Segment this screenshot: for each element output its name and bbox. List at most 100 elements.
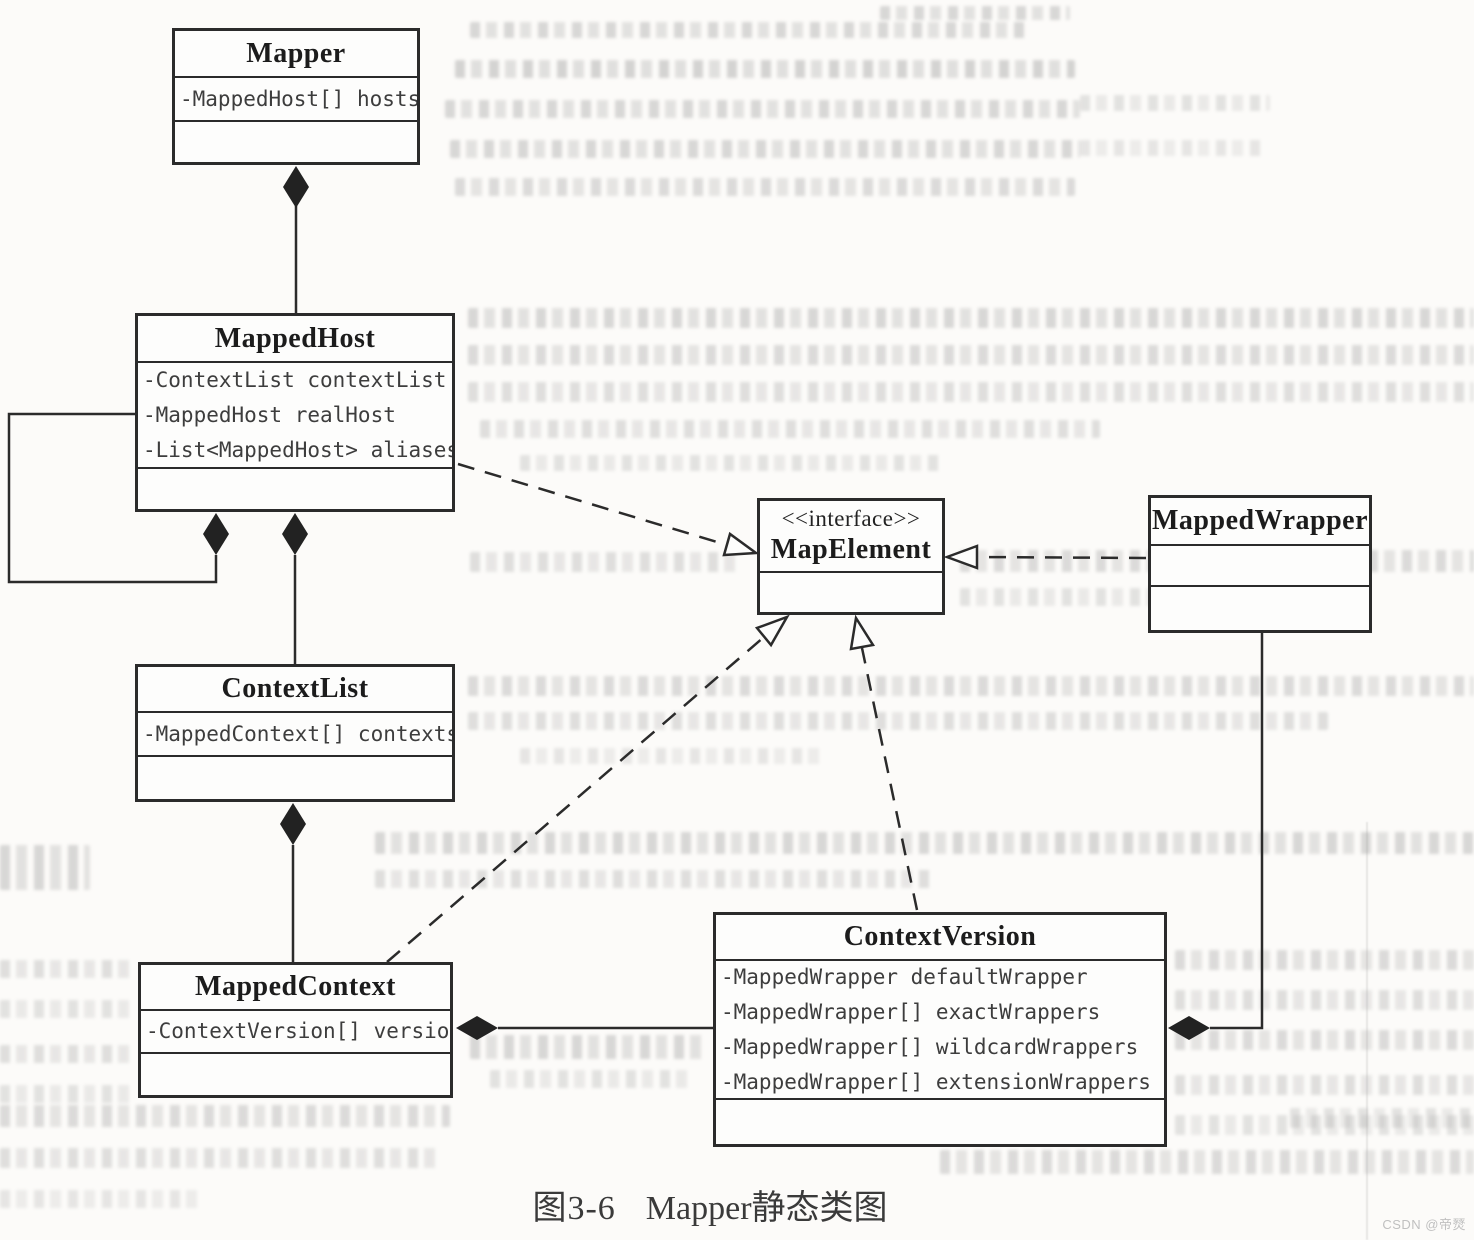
class-attributes: -MappedHost[] hosts	[175, 78, 417, 122]
class-name: Mapper	[246, 37, 346, 69]
class-title: ContextVersion	[716, 915, 1164, 961]
bleed-through-text	[0, 1148, 440, 1168]
class-attributes	[1151, 546, 1369, 587]
bleed-through-text	[880, 6, 1070, 20]
class-box-mapper: Mapper -MappedHost[] hosts	[172, 28, 420, 165]
class-attributes: -MappedContext[] contexts	[138, 713, 452, 757]
bleed-through-text	[480, 420, 1100, 438]
bleed-through-text	[1175, 1030, 1474, 1050]
composition-line-contextversion-mappedwrapper	[1210, 633, 1264, 1030]
bleed-through-text	[1175, 990, 1474, 1010]
bleed-through-text	[1080, 95, 1270, 111]
bleed-through-text	[520, 455, 940, 471]
figure-number: 图3-6	[532, 1190, 616, 1227]
bleed-through-text	[450, 140, 1080, 158]
realization-arrowhead	[754, 614, 790, 648]
watermark: CSDN @帝燹	[1382, 1217, 1466, 1232]
bleed-through-text	[0, 1190, 200, 1208]
class-attribute: -List<MappedHost> aliases	[143, 437, 452, 462]
class-attribute: -MappedWrapper[] extensionWrappers	[721, 1069, 1151, 1094]
bleed-through-text	[0, 1085, 130, 1103]
class-operations	[760, 573, 942, 612]
realization-arrowhead	[849, 614, 876, 651]
class-attributes: -MappedWrapper defaultWrapper -MappedWra…	[716, 961, 1164, 1100]
class-attribute: -MappedWrapper[] exactWrappers	[721, 999, 1101, 1024]
bleed-through-text	[0, 960, 130, 978]
class-attribute: -MappedHost[] hosts	[180, 86, 417, 111]
bleed-through-text	[375, 870, 935, 888]
bleed-through-text	[1290, 1108, 1474, 1128]
bleed-through-text	[1175, 1075, 1474, 1095]
class-title: Mapper	[175, 31, 417, 78]
class-name: ContextList	[221, 673, 369, 704]
class-attribute: -MappedHost realHost	[143, 402, 396, 427]
class-operations	[141, 1054, 450, 1095]
figure-caption: 图3-6 Mapper静态类图	[420, 1180, 1000, 1229]
bleed-through-text	[1175, 950, 1474, 970]
class-box-contextversion: ContextVersion -MappedWrapper defaultWra…	[713, 912, 1167, 1147]
class-operations	[716, 1100, 1164, 1144]
page-fold-line	[1366, 822, 1368, 1240]
bleed-through-text	[468, 382, 1474, 402]
class-attribute: -ContextVersion[] versions	[146, 1019, 450, 1043]
class-attribute: -MappedContext[] contexts	[143, 721, 452, 746]
bleed-through-text	[1080, 140, 1265, 156]
realization-arrowhead	[722, 531, 760, 557]
class-name: MapElement	[770, 534, 932, 565]
class-operations	[138, 469, 452, 509]
class-operations	[1151, 587, 1369, 630]
bleed-through-text	[0, 845, 90, 890]
realization-line-mappedhost-mapelement	[457, 462, 728, 547]
composition-diamond	[1168, 1016, 1210, 1040]
realization-line-mappedwrapper-mapelement	[977, 555, 1147, 560]
interface-stereotype: <<interface>>	[781, 506, 921, 532]
realization-line-contextversion-mapelement	[860, 647, 919, 911]
class-attribute: -ContextList contextList	[143, 367, 447, 392]
class-operations	[138, 757, 452, 799]
class-name: ContextVersion	[843, 921, 1037, 952]
class-title: MappedHost	[138, 316, 452, 363]
bleed-through-text	[470, 22, 1030, 38]
class-title: ContextList	[138, 667, 452, 713]
class-name: MappedContext	[195, 971, 396, 1002]
bleed-through-text	[468, 345, 1474, 365]
composition-diamond	[282, 513, 308, 555]
bleed-through-text	[490, 1070, 690, 1088]
class-title: <<interface>> MapElement	[760, 501, 942, 573]
bleed-through-text	[0, 1045, 130, 1063]
bleed-through-text	[470, 552, 740, 572]
class-attribute: -MappedWrapper defaultWrapper	[721, 964, 1088, 989]
bleed-through-text	[445, 100, 1080, 118]
bleed-through-text	[470, 1035, 705, 1059]
class-title: MappedWrapper	[1151, 498, 1369, 546]
class-attributes: -ContextList contextList -MappedHost rea…	[138, 363, 452, 469]
composition-diamond	[283, 166, 309, 208]
bleed-through-text	[455, 178, 1075, 196]
bleed-through-text	[468, 308, 1474, 328]
composition-diamond	[203, 513, 229, 555]
bleed-through-text	[455, 60, 1075, 78]
bleed-through-text	[468, 676, 1474, 696]
class-box-contextlist: ContextList -MappedContext[] contexts	[135, 664, 455, 802]
class-name: MappedHost	[214, 322, 376, 354]
class-box-mappedwrapper: MappedWrapper	[1148, 495, 1372, 633]
bleed-through-text	[375, 832, 1474, 854]
composition-diamond	[456, 1016, 498, 1040]
class-operations	[175, 122, 417, 162]
bleed-through-text	[0, 1105, 450, 1127]
bleed-through-text	[940, 1150, 1474, 1174]
class-box-mappedhost: MappedHost -ContextList contextList -Map…	[135, 313, 455, 512]
bleed-through-text	[520, 748, 820, 764]
class-title: MappedContext	[141, 965, 450, 1011]
class-attribute: -MappedWrapper[] wildcardWrappers	[721, 1034, 1139, 1059]
figure-title: Mapper静态类图	[645, 1190, 888, 1227]
class-name: MappedWrapper	[1152, 505, 1368, 536]
bleed-through-text	[1175, 1115, 1474, 1135]
realization-arrowhead	[943, 544, 979, 570]
class-box-mapelement: <<interface>> MapElement	[757, 498, 945, 615]
composition-diamond	[280, 803, 306, 845]
class-attributes: -ContextVersion[] versions	[141, 1011, 450, 1054]
bleed-through-text	[0, 1000, 130, 1018]
class-box-mappedcontext: MappedContext -ContextVersion[] versions	[138, 962, 453, 1098]
